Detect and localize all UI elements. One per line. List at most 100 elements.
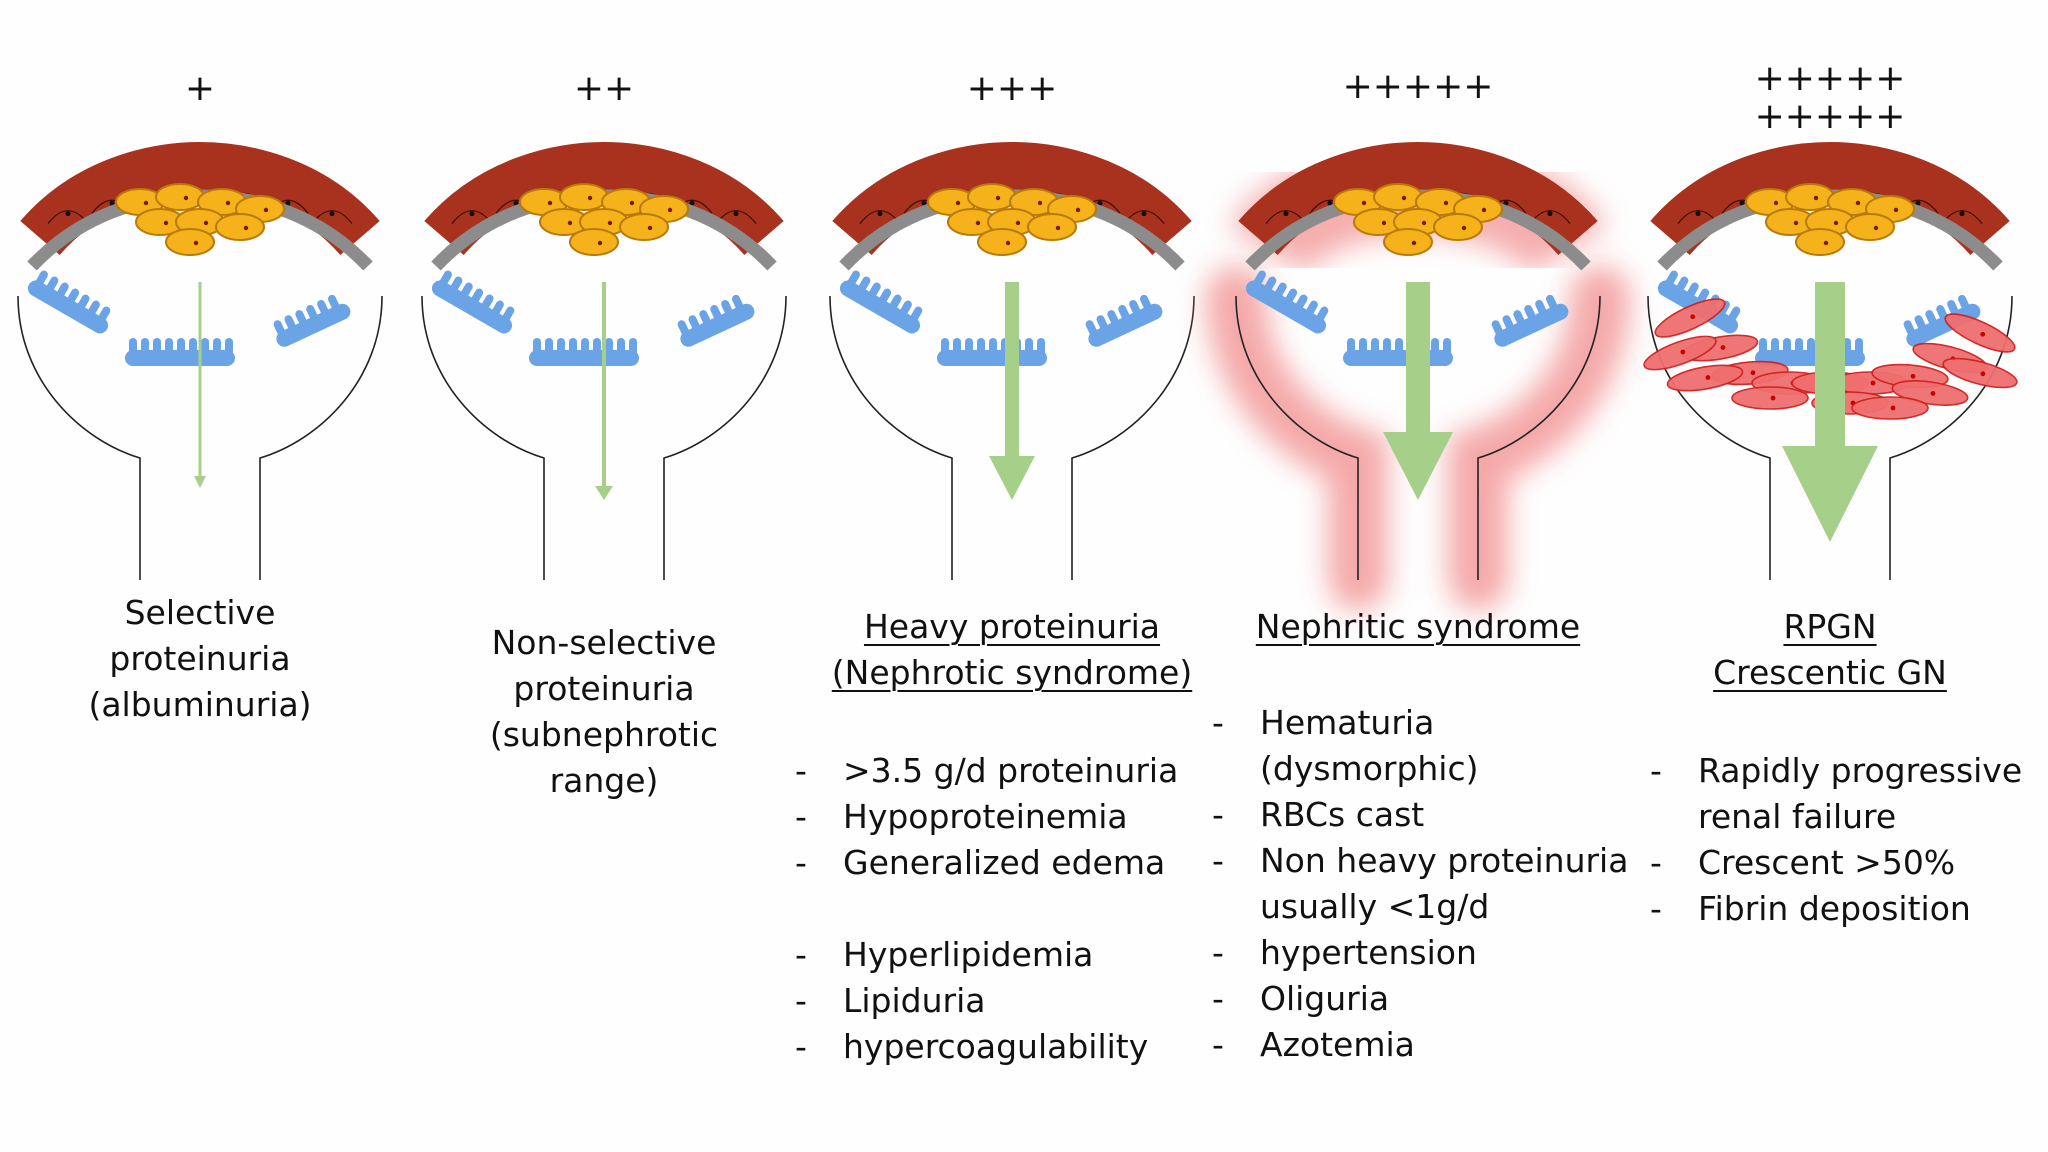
panel-title-line: Heavy proteinuria [863,607,1161,646]
foot-process [295,310,308,328]
crescent-cell-nucleus [1680,349,1686,355]
endothelial-nucleus [1327,200,1333,206]
rbc-nucleus [629,200,635,206]
bowman-capsule [829,295,1195,580]
glomerulus-panel-4 [1206,141,1630,610]
feature-item: Azotemia [1212,1022,1628,1068]
endothelial-nucleus [65,211,71,217]
podocyte [937,338,1047,366]
red-blood-cell [569,228,619,256]
foot-process [1359,338,1367,356]
rbc-nucleus [995,195,1001,201]
rbc-nucleus [1055,225,1061,231]
feature-item: hypercoagulability [795,1024,1178,1070]
leak-arrow-head [194,476,206,488]
crescent-cell-body [1654,298,1726,338]
foot-process [898,300,912,318]
feature-item: Crescent >50% [1650,840,2022,886]
bowman-capsule [421,295,787,580]
rbc-nucleus [1793,220,1799,226]
foot-process [1855,338,1863,356]
foot-process [1795,338,1803,356]
foot-process [1431,338,1439,356]
panel-title-line: range) [549,761,659,800]
red-blood-cell [1785,183,1835,211]
foot-process [177,338,185,356]
foot-process [1903,320,1916,338]
foot-process [1502,315,1515,333]
foot-process [1914,315,1927,333]
red-blood-cell [165,228,215,256]
glomerulus-panel-2 [421,141,787,580]
endothelial-nucleus [921,200,927,206]
severity-marker: ++ [573,68,635,109]
podocyte [125,338,235,366]
foot-process [1807,338,1815,356]
foot-process [470,288,484,306]
endothelium-layer [1650,141,2010,256]
crescent-cell-nucleus [1930,391,1936,396]
podocyte [431,270,515,334]
foot-process [1118,305,1131,323]
podocyte [1085,294,1163,347]
crescent-cell-nucleus [1690,314,1696,320]
foot-process [306,305,319,323]
feature-item: Generalized edema [795,840,1178,886]
red-blood-cell [619,213,669,241]
podocyte [529,338,639,366]
foot-process [45,276,59,294]
foot-process [141,338,149,356]
endothelial-nucleus [1503,200,1509,206]
rbc-nucleus [203,220,209,226]
endothelial-nucleus [329,211,335,217]
rbc-nucleus [263,207,269,213]
feature-item: (dysmorphic) [1260,749,1479,788]
foot-process [86,300,100,318]
bowman-capsule [17,295,383,580]
leak-arrow-head [1782,446,1878,542]
foot-process [888,294,902,312]
foot-process [545,338,553,356]
bowman-capsule [1647,295,2013,580]
red-blood-cell [155,183,205,211]
podocyte [1245,270,1329,334]
foot-process [327,294,341,312]
panel-title-line: (Nephrotic syndrome) [831,653,1193,692]
rbc-nucleus [243,225,249,231]
rbc-nucleus [1773,200,1779,206]
foot-process [1096,315,1109,333]
foot-process [1294,294,1308,312]
foot-process [225,338,233,356]
foot-process [153,338,161,356]
panel-title: Heavy proteinuria (Nephrotic syndrome) [832,604,1192,696]
crescent-cell-nucleus [1890,405,1896,411]
foot-process [593,338,601,356]
rbc-nucleus [143,200,149,206]
rbc-nucleus [567,220,573,226]
endothelial-nucleus [1695,211,1701,217]
crescent-cell-body [1944,313,2016,353]
rbc-nucleus [597,240,603,246]
rbc-nucleus [647,225,653,231]
foot-process [1025,338,1033,356]
rbc-nucleus [1411,240,1417,246]
foot-process [189,338,197,356]
rbc-nucleus [1005,240,1011,246]
foot-process [1947,299,1960,318]
podocyte [273,294,351,347]
severity-marker: +++ [966,68,1058,109]
foot-process [629,338,637,356]
rbc-nucleus [1443,200,1449,206]
foot-process [1395,338,1403,356]
crescent-cell [1944,313,2016,353]
panel-title-line: Crescentic GN [1713,653,1947,692]
foot-process [480,294,494,312]
endothelial-nucleus [109,200,115,206]
crescent-cell [1643,335,1717,371]
feature-item: Fibrin deposition [1650,886,2022,932]
crescent-cell-nucleus [1870,380,1876,386]
crescent-cell-nucleus [1980,371,1986,377]
endothelium-layer [1238,141,1598,256]
crescent-cell-nucleus [1720,345,1726,350]
